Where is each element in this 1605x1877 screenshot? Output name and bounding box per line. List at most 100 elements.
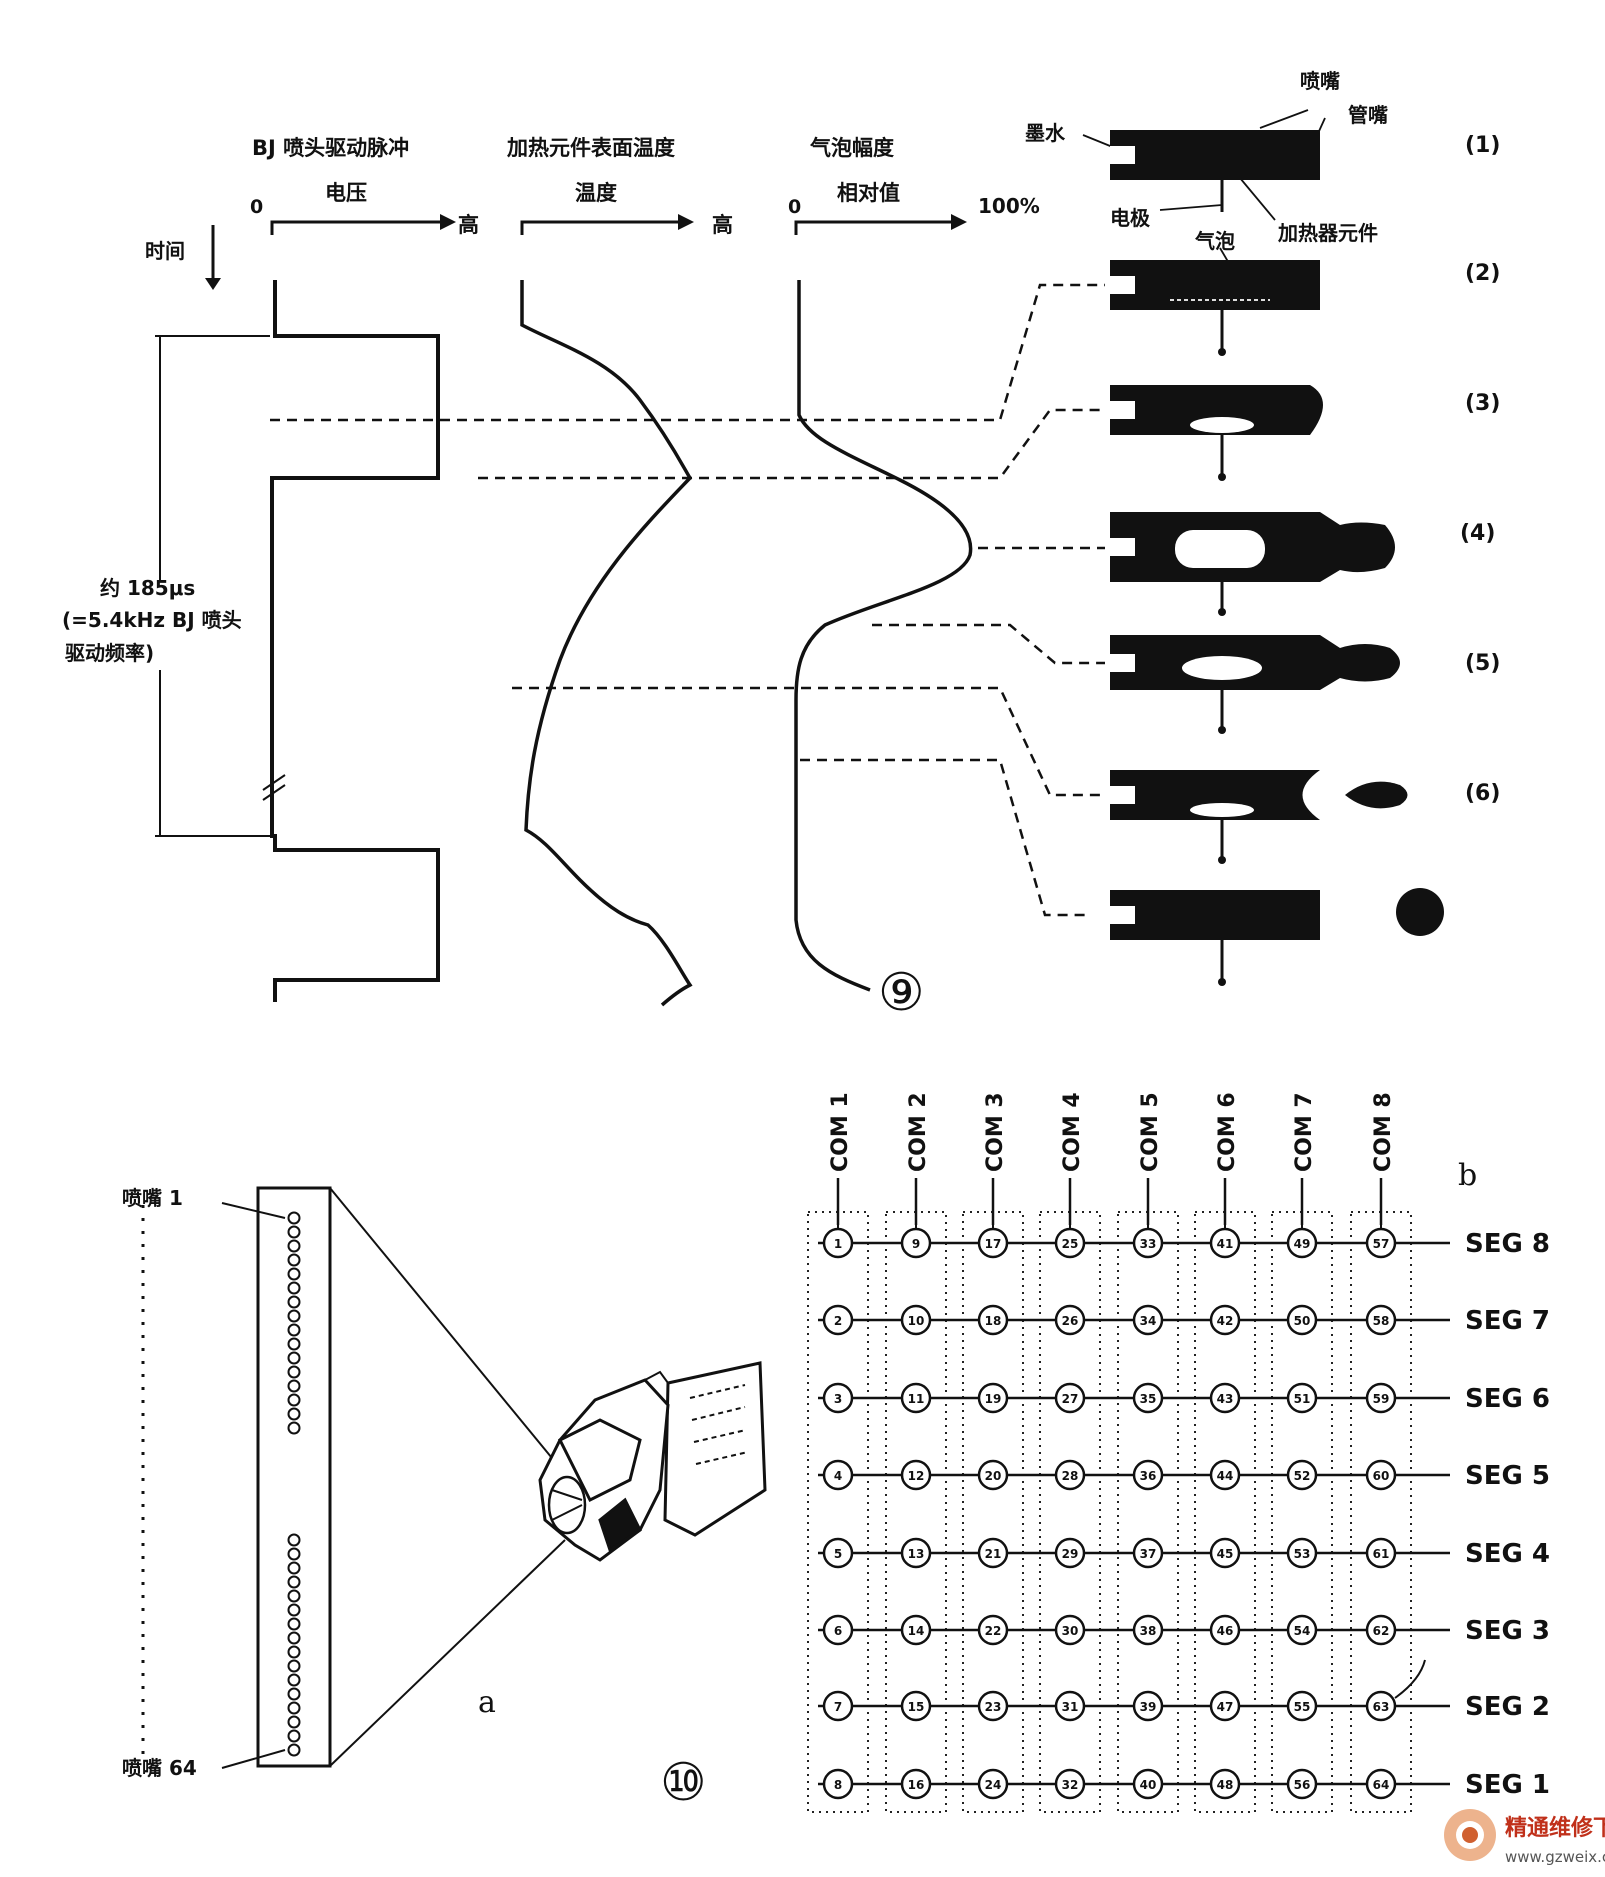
nozzle-node: [1209, 1614, 1241, 1646]
nozzle-node-number: 6: [834, 1624, 842, 1638]
nozzle-node-number: 21: [985, 1547, 1002, 1561]
nozzle-hole: [287, 1715, 301, 1729]
com-label: COM 1: [828, 1092, 853, 1172]
seg-label: SEG 2: [1465, 1692, 1550, 1722]
step-label-3: (3): [1465, 391, 1500, 416]
nozzle-node-number: 42: [1217, 1314, 1234, 1328]
nozzle-node: [822, 1768, 854, 1800]
nozzle-node-number: 52: [1294, 1469, 1311, 1483]
nozzle-node-number: 48: [1217, 1778, 1234, 1792]
nozzle-node-number: 8: [834, 1778, 842, 1792]
nozzle-node: [1286, 1382, 1318, 1414]
connector-line-6: [512, 686, 1105, 797]
nozzle-hole: [287, 1365, 301, 1379]
nozzle-node: [1054, 1690, 1086, 1722]
nozzle-hole: [287, 1211, 301, 1225]
nozzle-node: [1286, 1459, 1318, 1491]
nozzle-node-number: 9: [912, 1237, 920, 1251]
nozzle-node-number: 61: [1373, 1547, 1390, 1561]
leader-nozzle-last: [221, 1749, 286, 1769]
nozzle-hole: [287, 1421, 301, 1435]
pulse-axis-label: 电压: [325, 181, 367, 205]
nozzle-node-number: 49: [1294, 1237, 1311, 1251]
nozzle-hole: [287, 1533, 301, 1547]
nozzle-node: [1054, 1304, 1086, 1336]
pulse-title: BJ 喷头驱动脉冲: [252, 136, 409, 160]
nozzle-node: [1286, 1304, 1318, 1336]
nozzle-node-number: 43: [1217, 1392, 1234, 1406]
temperature-arrowhead: [678, 214, 694, 230]
com-label: COM 3: [983, 1092, 1008, 1172]
subfigure-label-a: a: [478, 1685, 496, 1720]
nozzle-node-number: 27: [1062, 1392, 1079, 1406]
nozzle-node: [1365, 1459, 1397, 1491]
nozzle-node-number: 58: [1373, 1314, 1390, 1328]
nozzle-node: [1286, 1227, 1318, 1259]
leader-nozzle-first: [221, 1202, 286, 1219]
nozzle-step-7: [1110, 888, 1444, 986]
nozzle-node-number: 11: [908, 1392, 925, 1406]
connector-line-5: [872, 623, 1105, 665]
nozzle-hole: [287, 1379, 301, 1393]
voltage-axis: [270, 220, 445, 235]
nozzle-node: [822, 1690, 854, 1722]
projection-line-bottom: [329, 1539, 566, 1767]
nozzle-node: [977, 1614, 1009, 1646]
nozzle-node-number: 37: [1140, 1547, 1157, 1561]
nozzle-hole: [287, 1589, 301, 1603]
nozzle-node: [1132, 1304, 1164, 1336]
nozzle-node: [822, 1227, 854, 1259]
nozzle-step-5: [1110, 635, 1400, 734]
nozzle-node: [1365, 1537, 1397, 1569]
nozzle-node: [1286, 1537, 1318, 1569]
temperature-curve: [520, 280, 693, 1007]
nozzle-node-number: 56: [1294, 1778, 1311, 1792]
nozzle-hole: [287, 1603, 301, 1617]
com-label: COM 8: [1371, 1092, 1396, 1172]
nozzle-node: [1209, 1304, 1241, 1336]
step-label-4: (4): [1460, 521, 1495, 546]
nozzle-node-number: 63: [1373, 1700, 1390, 1714]
nozzle-node-number: 35: [1140, 1392, 1157, 1406]
nozzle-node: [1054, 1768, 1086, 1800]
nozzle-node: [1054, 1614, 1086, 1646]
nozzle-node-number: 26: [1062, 1314, 1079, 1328]
com-column-box: [1039, 1211, 1101, 1813]
bubble-max: 100%: [978, 194, 1040, 218]
nozzle-node-number: 60: [1373, 1469, 1390, 1483]
nozzle-node: [1365, 1304, 1397, 1336]
temperature-axis-label: 温度: [575, 181, 617, 205]
nozzle-hole: [287, 1729, 301, 1743]
nozzle-node-number: 51: [1294, 1392, 1311, 1406]
nozzle-node: [1132, 1690, 1164, 1722]
com-label: COM 4: [1060, 1092, 1085, 1172]
nozzle-node-number: 46: [1217, 1624, 1234, 1638]
nozzle-node: [1209, 1537, 1241, 1569]
nozzle-node-number: 10: [908, 1314, 925, 1328]
nozzle-node-number: 44: [1217, 1469, 1234, 1483]
temperature-high: 高: [712, 213, 733, 237]
nozzle-node-number: 23: [985, 1700, 1002, 1714]
nozzle-node: [977, 1227, 1009, 1259]
com-column-box: [1194, 1211, 1256, 1813]
seg-label: SEG 7: [1465, 1306, 1550, 1336]
nozzle-hole: [287, 1393, 301, 1407]
com-column-box: [1117, 1211, 1179, 1813]
nozzle-hole: [287, 1659, 301, 1673]
nozzle-node-number: 18: [985, 1314, 1002, 1328]
nozzle-node-number: 5: [834, 1547, 842, 1561]
nozzle-hole: [287, 1267, 301, 1281]
nozzle-node-number: 12: [908, 1469, 925, 1483]
nozzle-node-number: 59: [1373, 1392, 1390, 1406]
nozzle-node: [1132, 1227, 1164, 1259]
nozzle-node: [1054, 1459, 1086, 1491]
nozzle-node-number: 38: [1140, 1624, 1157, 1638]
nozzle-node-number: 31: [1062, 1700, 1079, 1714]
nozzle-node-number: 33: [1140, 1237, 1157, 1251]
com-label: COM 7: [1292, 1092, 1317, 1172]
nozzle-node: [1132, 1614, 1164, 1646]
bubble-title: 气泡幅度: [809, 136, 894, 160]
nozzle-node-number: 7: [834, 1700, 842, 1714]
